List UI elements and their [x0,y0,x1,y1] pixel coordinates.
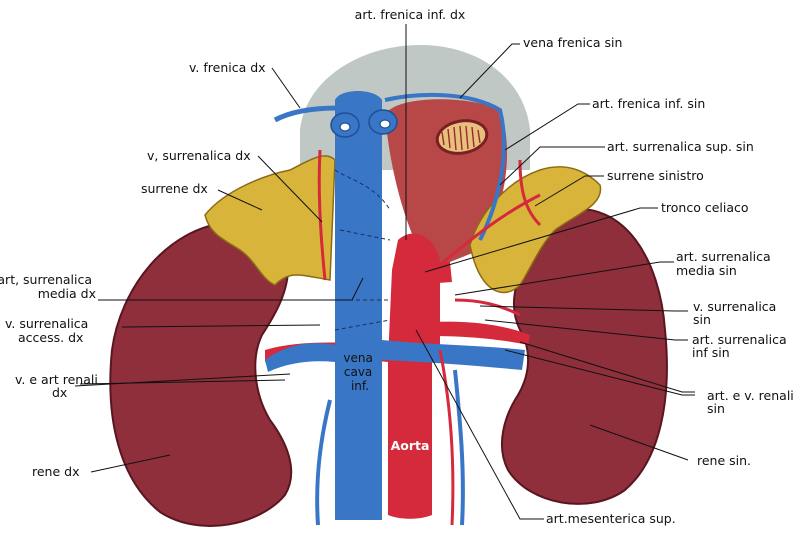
label-art-mesenterica-sup: art.mesenterica sup. [546,511,676,526]
label-vena-cava-inf: vena cava inf. [343,351,376,393]
renal-artery-sin [432,321,530,345]
label-surrene-sinistro: surrene sinistro [607,168,704,183]
label-art-frenica-inf-dx: art. frenica inf. dx [355,7,466,22]
dashed-outline [334,169,391,331]
label-v-e-art-renali-dx: v. e art renali dx [15,372,102,400]
label-surrene-dx: surrene dx [141,181,208,196]
label-tronco-celiaco: tronco celiaco [661,200,749,215]
esophagus-ridges [441,125,481,151]
label-art-surrenalica-sup-sin: art. surrenalica sup. sin [607,139,754,154]
label-art-surrenalica-media-dx: art, surrenalica media dx [0,272,96,301]
gonadal-vein-sin [453,369,465,526]
label-rene-dx: rene dx [32,464,79,479]
renal-vein-dx [265,343,335,372]
label-art-surrenalica-inf-sin: art. surrenalica inf sin [692,332,791,360]
label-v-surrenalica-dx: v, surrenalica dx [147,148,251,163]
adrenal-arteries [317,149,542,317]
label-rene-sin: rene sin. [697,453,751,468]
gonadal-vein-dx [315,399,332,526]
renal-vein-sin [382,340,525,370]
phrenic-vein-dx [273,105,339,123]
label-v-frenica-dx: v. frenica dx [189,60,266,75]
label-vena-frenica-sin: vena frenica sin [523,35,622,50]
aorta [388,355,432,519]
leader-lines [74,24,695,520]
kidney-dx [109,220,293,527]
vena-cava-inferior [335,91,382,520]
gonadal-artery [438,349,455,526]
superior-mesenteric-artery [405,320,440,342]
label-art-e-v-renali-sin: art. e v. renali sin [707,388,798,416]
adrenal-dx [204,155,336,286]
label-v-surrenalica-access-dx: v. surrenalica access. dx [5,316,92,345]
label-v-surrenalica-sin: v. surrenalica sin [693,299,780,327]
label-art-surrenalica-media-sin: art. surrenalica media sin [676,249,775,278]
label-aorta: Aorta [391,438,430,453]
phrenic-vein-sin [384,92,506,241]
celiac-trunk [410,262,452,285]
hepatic-vein-openings [339,119,391,132]
label-art-frenica-inf-sin: art. frenica inf. sin [592,96,705,111]
